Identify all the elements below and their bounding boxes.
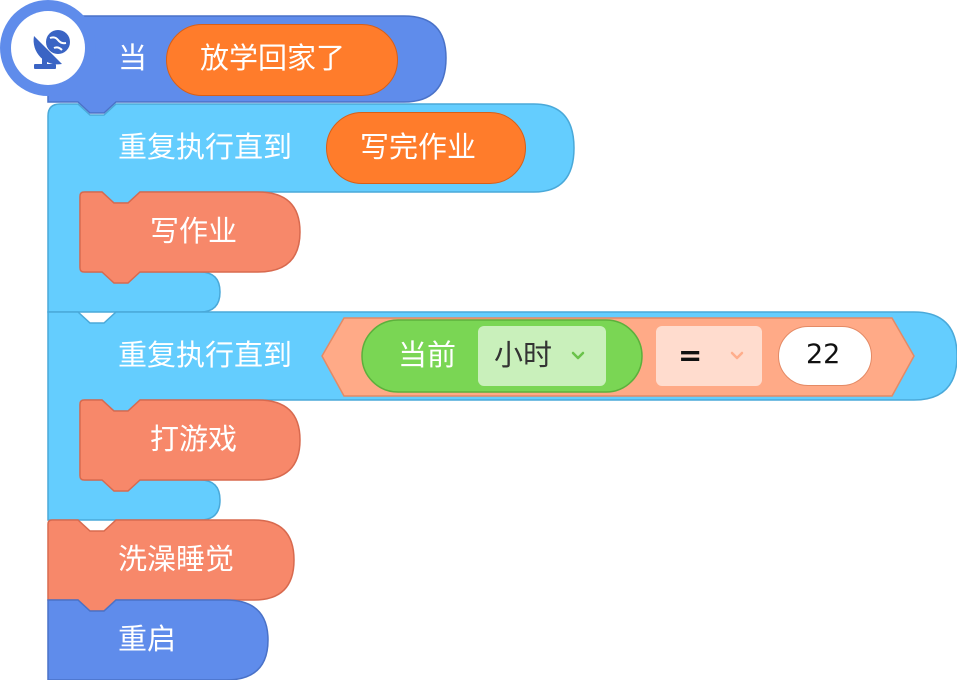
repeat-until-label-1: 重复执行直到: [118, 130, 293, 164]
compare-value-text: 22: [806, 339, 841, 370]
operator-value: =: [678, 338, 703, 372]
action-label-play-game: 打游戏: [150, 422, 238, 456]
condition-value-1: 写完作业: [360, 130, 477, 164]
action-label-shower-sleep: 洗澡睡觉: [118, 542, 235, 576]
action-block-play-game[interactable]: [79, 399, 301, 492]
sensor-label: 当前: [398, 338, 457, 372]
satellite-dish-icon: [33, 30, 70, 69]
compare-value-input[interactable]: [778, 326, 872, 386]
operator-dropdown[interactable]: [656, 326, 762, 386]
restart-block[interactable]: [47, 599, 269, 680]
hour-dropdown-chevron-icon: [571, 351, 585, 360]
repeat-until-label-2: 重复执行直到: [118, 338, 293, 372]
hour-dropdown[interactable]: [478, 326, 606, 386]
hat-label: 当: [118, 41, 148, 75]
action-block-shower-sleep[interactable]: [47, 519, 295, 612]
operator-dropdown-chevron-icon: [730, 351, 744, 360]
action-label-do-homework: 写作业: [150, 214, 238, 248]
action-block-do-homework[interactable]: [79, 191, 301, 284]
event-name-value: 放学回家了: [200, 41, 346, 75]
event-name-field[interactable]: [166, 24, 398, 96]
condition-field-1[interactable]: [326, 112, 526, 184]
hour-dropdown-value: 小时: [494, 338, 553, 372]
restart-label: 重启: [118, 622, 177, 656]
